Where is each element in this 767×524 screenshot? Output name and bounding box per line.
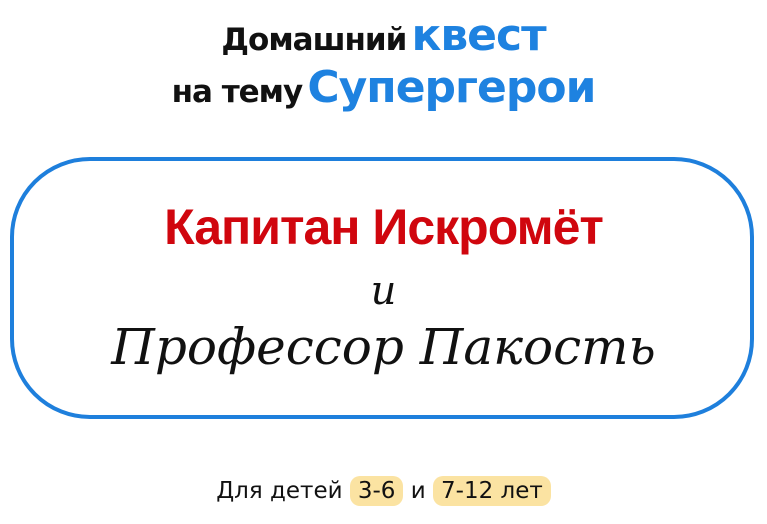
title-frame [10, 157, 754, 419]
header-line-1: Домашний квест [0, 10, 767, 61]
header-theme: на тему [171, 74, 304, 110]
age-prefix: Для детей [216, 478, 343, 504]
age-and: и [410, 478, 426, 504]
header-quest: квест [411, 10, 546, 61]
age-line: Для детей 3-6 и 7-12 лет [0, 476, 767, 506]
header-home: Домашний [221, 22, 407, 58]
villain-title: Профессор Пакость [111, 318, 656, 376]
age-range-1: 3-6 [349, 476, 404, 506]
header-superheroes: Супергерои [307, 62, 596, 113]
age-range-2: 7-12 лет [433, 476, 551, 506]
header-line-2: на тему Супергерои [0, 62, 767, 113]
title-conjunction: и [370, 268, 397, 314]
hero-title: Капитан Искромёт [164, 199, 604, 255]
